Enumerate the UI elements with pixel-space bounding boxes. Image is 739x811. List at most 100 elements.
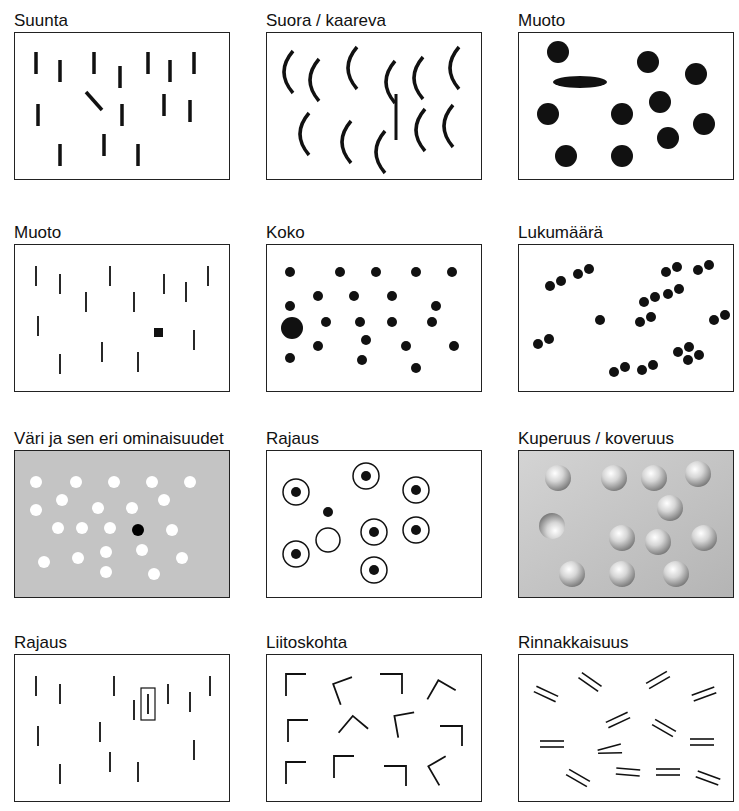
dot-pair: [684, 342, 694, 352]
small-dot: [447, 267, 457, 277]
convex-sphere: [663, 561, 689, 587]
vertical-bar: [162, 94, 166, 116]
concave-dent: [539, 513, 565, 539]
vertical-bar: [120, 104, 124, 126]
large-dot: [281, 317, 303, 339]
tilted-bar: [86, 92, 102, 110]
white-dot: [136, 544, 148, 556]
vertical-bar: [118, 66, 122, 88]
thin-line: [207, 266, 209, 286]
thin-line: [209, 676, 211, 696]
white-dot: [30, 504, 42, 516]
line-pair: [578, 673, 601, 692]
thin-line: [35, 266, 37, 286]
dot-pair: [709, 315, 719, 325]
white-dot: [158, 494, 170, 506]
vertical-bar: [168, 60, 172, 82]
dot-pair: [650, 292, 660, 302]
pair-line: [694, 693, 717, 701]
single-dot: [595, 315, 605, 325]
panel-title: Väri ja sen eri ominaisuudet: [14, 430, 234, 448]
thin-line: [167, 684, 169, 704]
vertical-bar: [58, 60, 62, 82]
panel-title: Kuperuus / koveruus: [518, 430, 738, 448]
panel-illustration: [283, 463, 429, 583]
convex-sphere: [645, 529, 671, 555]
white-dot: [76, 522, 88, 534]
small-dot: [411, 267, 421, 277]
corner-junction: [334, 756, 354, 778]
convex-sphere: [657, 495, 683, 521]
ring: [361, 557, 387, 583]
pair-line: [598, 752, 622, 754]
square-mark: [154, 328, 163, 337]
curved-line: [348, 47, 357, 89]
thin-line: [133, 292, 135, 312]
pair-line: [652, 725, 673, 737]
corner-junction: [286, 674, 306, 696]
line-pair: [646, 671, 670, 688]
panel-title: Koko: [266, 224, 486, 242]
small-dot: [449, 341, 459, 351]
inner-dot: [361, 471, 371, 481]
dot-pair: [584, 264, 594, 274]
panel-illustration: [36, 676, 210, 784]
panel-title: Suunta: [14, 12, 234, 30]
dot-pair: [661, 267, 671, 277]
dot-pair: [648, 360, 658, 370]
dot-pair: [573, 269, 583, 279]
small-dot: [335, 267, 345, 277]
panel-title: Lukumäärä: [518, 224, 738, 242]
vertical-bar: [192, 52, 196, 74]
small-dot: [361, 335, 371, 345]
ring: [361, 519, 387, 545]
convex-sphere: [609, 561, 635, 587]
line-pair: [540, 741, 564, 747]
corner-junction: [380, 674, 402, 694]
panel-illustration: [533, 260, 730, 377]
pair-line: [566, 775, 587, 787]
filled-circle: [611, 145, 633, 167]
small-dot: [431, 301, 441, 311]
thin-line: [85, 292, 87, 312]
white-dot: [126, 502, 138, 514]
panel-title: Rajaus: [14, 634, 234, 652]
pair-line: [582, 673, 602, 687]
curved-line: [386, 61, 395, 103]
panel-title: Rajaus: [266, 430, 486, 448]
white-dot: [146, 476, 158, 488]
pair-line: [649, 677, 670, 689]
small-dot: [387, 317, 397, 327]
line-pair: [690, 739, 714, 745]
ring: [353, 463, 379, 489]
inner-dot: [411, 485, 421, 495]
vertical-bar: [136, 144, 140, 166]
feature-panel: Rajaus: [14, 654, 230, 802]
grey-ground: [14, 450, 230, 598]
panel-title: Suora / kaareva: [266, 12, 486, 30]
white-dot: [184, 476, 196, 488]
filled-circle: [537, 103, 559, 125]
curved-line: [300, 113, 309, 155]
vertical-bar: [58, 144, 62, 166]
panel-title: Muoto: [14, 224, 234, 242]
line-pair: [566, 769, 590, 786]
white-dot: [108, 476, 120, 488]
thin-line: [137, 762, 139, 782]
thin-line: [113, 676, 115, 696]
thin-line: [59, 274, 61, 294]
pair-line: [690, 744, 714, 746]
small-dot: [321, 317, 331, 327]
dot-pair: [544, 334, 554, 344]
curved-line: [342, 121, 351, 163]
grey-ground: [518, 450, 734, 598]
feature-panel: Rajaus: [266, 450, 482, 598]
dot-pair: [663, 289, 673, 299]
feature-panel: Väri ja sen eri ominaisuudet: [14, 450, 230, 598]
white-dot: [70, 476, 82, 488]
dot-pair: [720, 310, 730, 320]
inner-dot: [369, 527, 379, 537]
pair-line: [608, 718, 630, 728]
curved-line: [376, 131, 385, 173]
pair-line: [656, 768, 680, 770]
